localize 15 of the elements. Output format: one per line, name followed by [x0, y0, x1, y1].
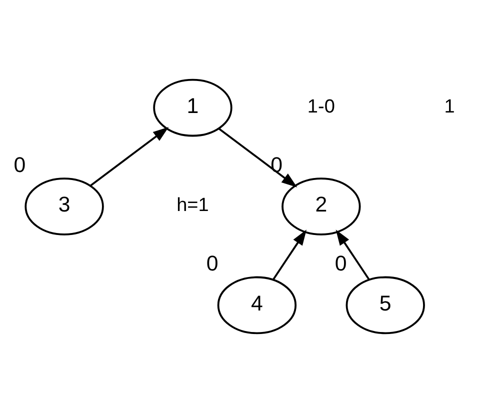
- node-label: 0: [206, 251, 218, 276]
- arrow: [218, 127, 297, 187]
- node-ellipse: 2: [281, 177, 360, 235]
- label: h=1: [176, 194, 208, 216]
- node-label: 0: [13, 152, 26, 176]
- arrow: [90, 126, 168, 186]
- arrow: [272, 229, 306, 280]
- label: 1-0: [306, 96, 334, 117]
- node-ellipse: 5: [345, 276, 424, 334]
- node-ellipse: 4: [216, 276, 296, 334]
- label: 1: [444, 96, 454, 117]
- node-label: 0: [334, 251, 346, 276]
- node-ellipse: 1: [152, 78, 232, 136]
- node-ellipse: 3: [24, 177, 104, 235]
- arrow: [335, 229, 370, 280]
